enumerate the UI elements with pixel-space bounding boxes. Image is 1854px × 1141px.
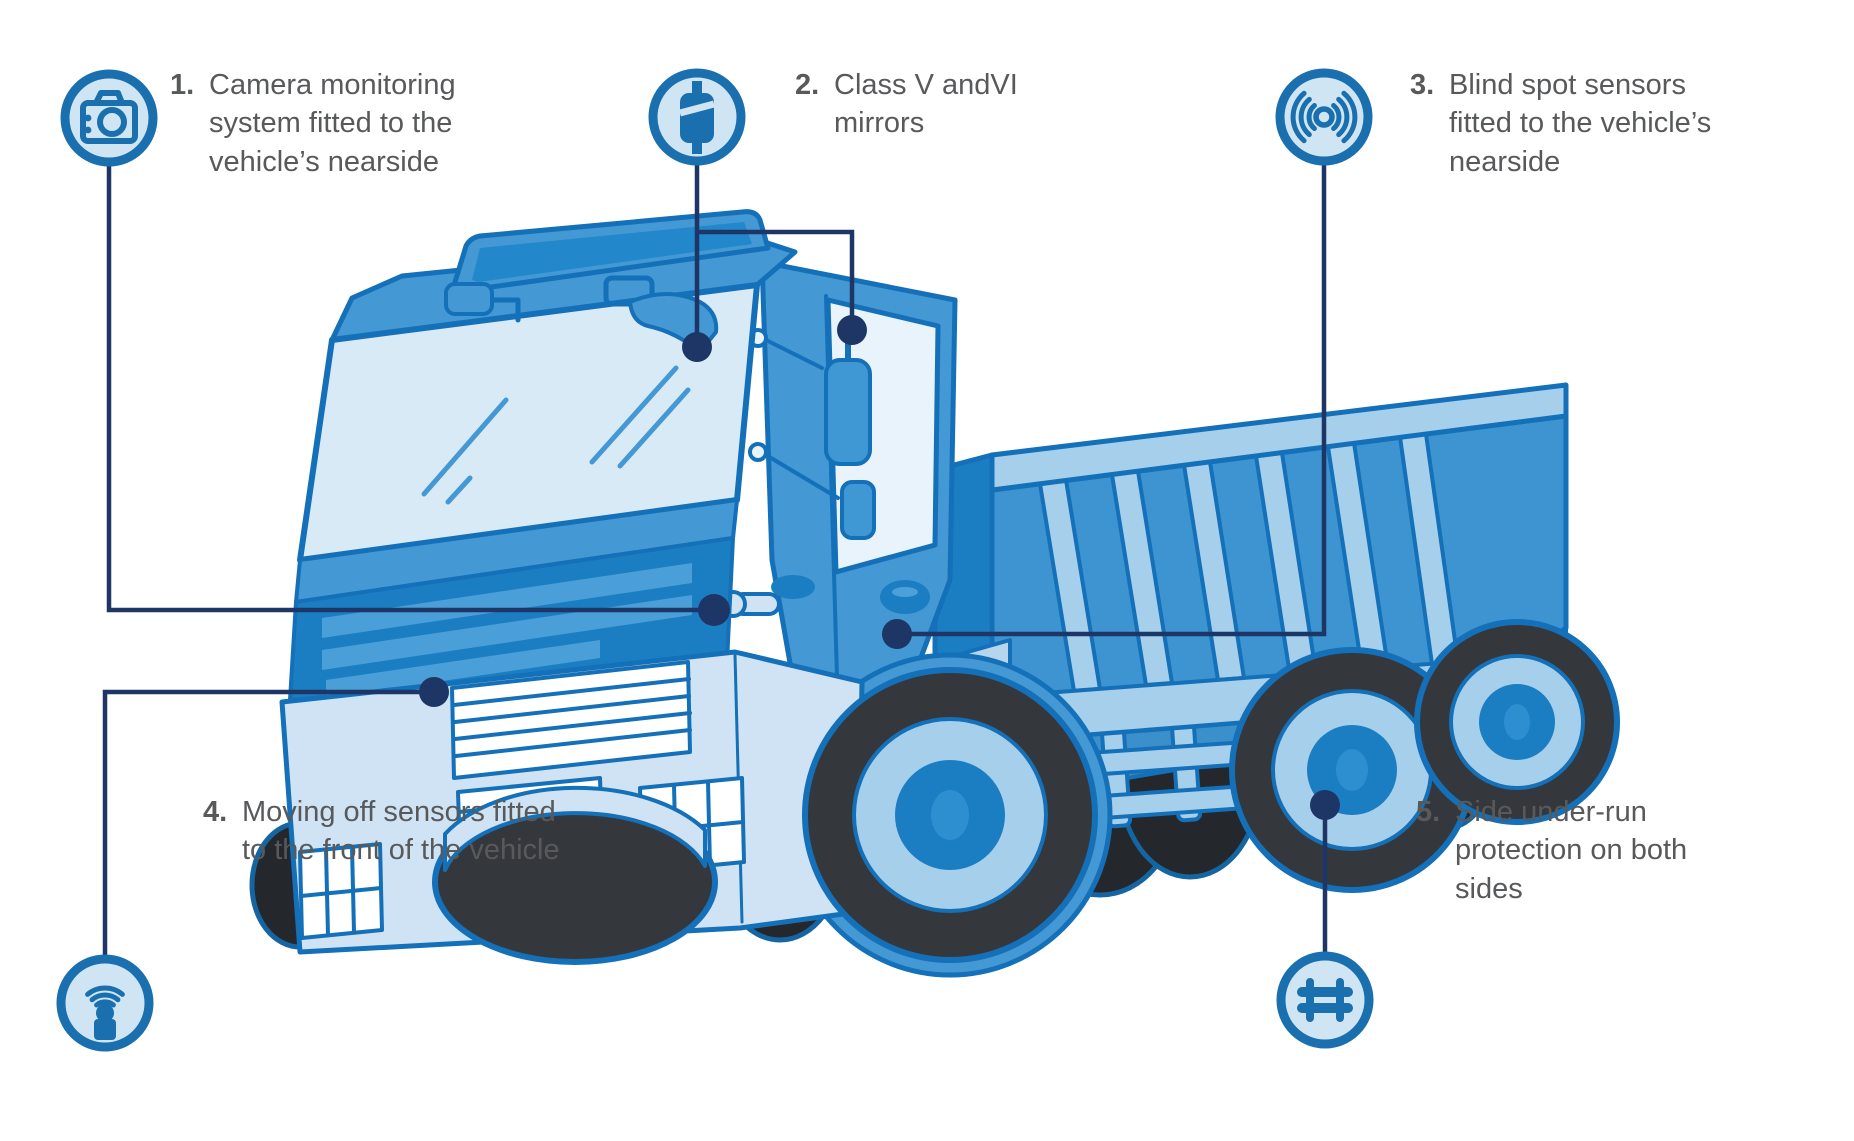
callout-dot-5	[1310, 790, 1340, 820]
callout-label-5: 5. Side under-run protection on both sid…	[1416, 793, 1705, 908]
callout-text: Moving off sensors fitted to the front o…	[242, 796, 560, 867]
callout-dot-2b	[837, 315, 867, 345]
connector-line-1	[106, 166, 714, 613]
callout-label-1: 1. Camera monitoring system fitted to th…	[170, 66, 509, 181]
wheel-axle-4	[1414, 619, 1620, 825]
callout-text: Class V andVI mirrors	[834, 69, 1018, 140]
callout-label-2: 2. Class V andVI mirrors	[795, 66, 1074, 143]
tipper-top-rim	[989, 382, 1569, 493]
callout-dot-4	[419, 677, 449, 707]
front-mudguard	[443, 785, 707, 872]
callout-number: 3.	[1410, 69, 1435, 101]
callout-text: Side under-run protection on both sides	[1455, 796, 1688, 905]
callout-label-3: 3. Blind spot sensors fitted to the vehi…	[1410, 66, 1741, 181]
truck-illustration	[249, 209, 1620, 978]
callout-number: 2.	[795, 69, 820, 101]
callout-label-4: 4. Moving off sensors fitted to the fron…	[203, 793, 572, 870]
wheel-axle-2	[802, 667, 1098, 963]
cab-front	[288, 209, 798, 702]
callout-dots	[419, 315, 1340, 820]
hood-slats	[322, 563, 692, 698]
callout-text: Blind spot sensors fitted to the vehicle…	[1449, 69, 1712, 178]
class-vi-mirror	[444, 282, 521, 323]
connector-line-2-branch	[697, 229, 855, 330]
callout-number: 4.	[203, 796, 228, 828]
callout-dot-1	[698, 594, 730, 626]
callout-dot-3	[882, 619, 912, 649]
blind-spot-sensor-icon	[1275, 68, 1373, 166]
camera-icon	[60, 69, 158, 167]
callout-number: 5.	[1416, 796, 1441, 828]
connector-line-3	[897, 165, 1327, 637]
door-mirror-class-2	[824, 327, 876, 540]
callout-dot-2a	[682, 332, 712, 362]
roof-deflector-face	[472, 222, 752, 282]
bumper-grille-upper	[450, 660, 692, 780]
callout-number: 1.	[170, 69, 195, 101]
callout-connectors	[102, 165, 1328, 955]
side-marker	[771, 575, 815, 599]
mirror-icon	[648, 68, 746, 166]
connector-line-4	[102, 689, 434, 955]
callout-text: Camera monitoring system fitted to the v…	[209, 69, 456, 178]
glass-streaks	[421, 365, 691, 505]
headlight-left	[298, 842, 384, 940]
side-guard-rails-icon	[1276, 951, 1374, 1049]
moving-off-sensor-icon	[56, 954, 154, 1052]
